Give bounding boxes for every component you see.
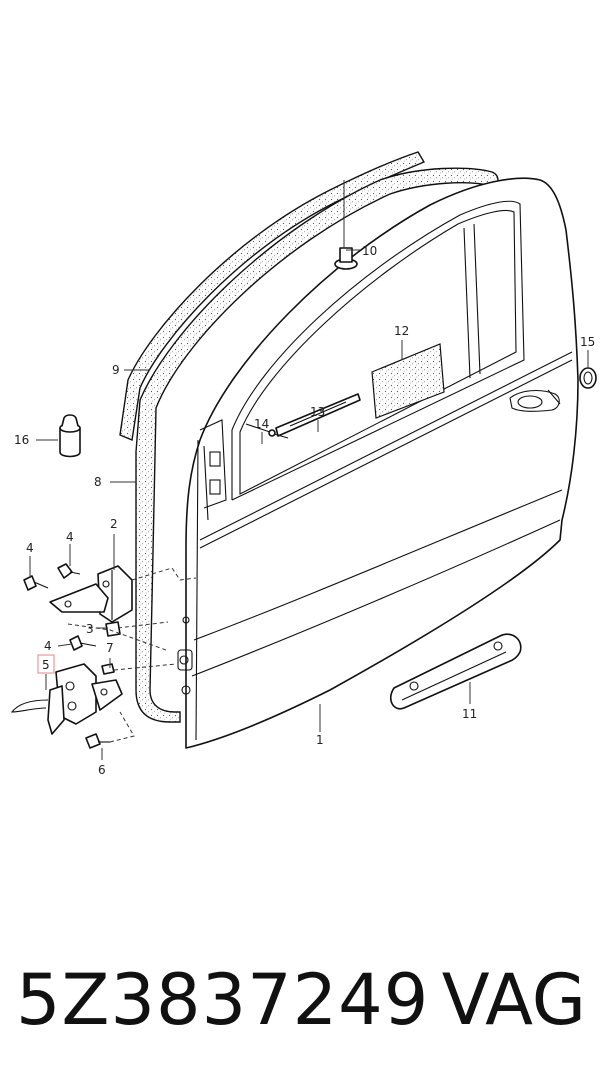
callout-10: 10 (362, 244, 377, 258)
callout-9: 9 (112, 363, 120, 377)
bolt-4-lower (69, 635, 97, 651)
screw-6 (85, 733, 110, 749)
callout-3: 3 (86, 622, 94, 636)
callout-7: 7 (106, 641, 114, 655)
stop-buffer (59, 414, 81, 458)
callout-8: 8 (94, 475, 102, 489)
bolt-4-left (23, 575, 49, 591)
window-seal-strip (119, 151, 426, 441)
sill-moulding (389, 633, 522, 710)
nut-3 (105, 621, 121, 637)
callout-12: 12 (394, 324, 409, 338)
window-trim-strip (275, 393, 361, 437)
door-frame-seal (135, 167, 499, 723)
door-hinge (49, 565, 133, 623)
exploded-door-diagram: 1 2 3 4 4 4 5 6 7 8 9 10 11 12 13 14 15 … (10, 151, 597, 777)
trim-clip (245, 423, 289, 439)
screw-7 (101, 663, 115, 675)
callout-1: 1 (316, 733, 324, 747)
callout-6: 6 (98, 763, 106, 777)
bolt-4-top (57, 563, 81, 579)
plug-clip (334, 247, 358, 270)
callout-4-lower: 4 (44, 639, 52, 653)
callout-11: 11 (462, 707, 477, 721)
callout-14: 14 (254, 417, 269, 431)
door-lock-mechanism (10, 663, 123, 735)
grommet (579, 367, 597, 389)
callout-4-top: 4 (66, 530, 74, 544)
callout-16: 16 (14, 433, 29, 447)
callout-5: 5 (42, 658, 50, 672)
callout-15: 15 (580, 335, 595, 349)
callout-4-left: 4 (26, 541, 34, 555)
footer: 5Z3837249 VAG (0, 940, 600, 1060)
door-shell (177, 177, 579, 749)
part-number: 5Z3837249 (16, 959, 430, 1041)
callout-2: 2 (110, 517, 118, 531)
brand-label: VAG (441, 959, 586, 1041)
callout-5-highlight (37, 654, 55, 674)
insulation-pad (371, 343, 445, 419)
callout-13: 13 (310, 405, 325, 419)
